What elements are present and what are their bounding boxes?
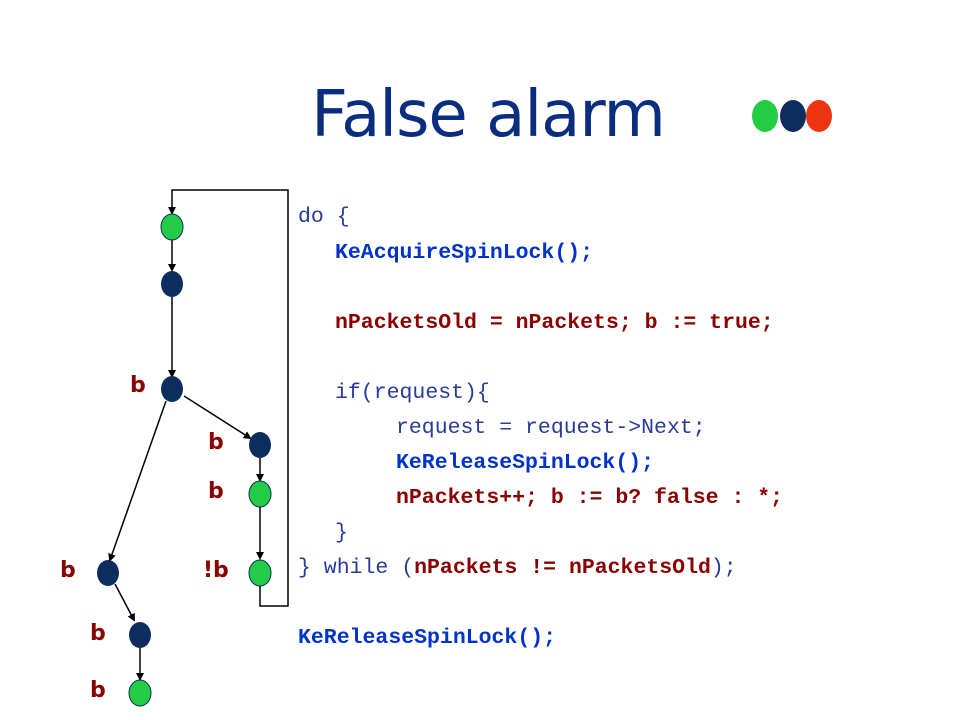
node-green-1: [160, 213, 184, 241]
code-line-2: KeAcquireSpinLock();: [335, 236, 593, 271]
code-do: do {: [298, 205, 350, 229]
node-green-9: [128, 679, 152, 707]
label-node-6: b: [60, 558, 76, 583]
code-while-end: );: [710, 556, 737, 580]
code-line-6: KeReleaseSpinLock();: [396, 446, 654, 481]
node-navy-8: [129, 622, 151, 648]
edge-3-6: [108, 400, 167, 562]
label-node-3: b: [130, 373, 146, 398]
code-while-cond: nPackets != nPacketsOld: [414, 556, 711, 580]
code-release-final: KeReleaseSpinLock();: [298, 626, 557, 650]
code-release-inner: KeReleaseSpinLock();: [396, 451, 655, 475]
code-if: if(request){: [335, 381, 490, 405]
red-dot: [806, 100, 832, 132]
node-navy-6: [97, 560, 119, 586]
label-node-5: b: [208, 479, 224, 504]
code-while: } while (: [298, 556, 415, 580]
code-request-next: request = request->Next;: [396, 416, 706, 440]
code-b-true: b := true;: [631, 311, 774, 335]
code-close-if: }: [335, 521, 348, 545]
node-navy-4: [249, 432, 271, 458]
code-line-9: } while (nPackets != nPacketsOld);: [298, 551, 737, 586]
edge-6-8: [114, 583, 135, 622]
code-line-4: if(request){: [335, 376, 490, 411]
label-node-8: b: [90, 621, 106, 646]
label-node-7: !b: [203, 558, 229, 583]
node-green-5: [248, 480, 272, 508]
node-navy-2: [161, 271, 183, 297]
code-assign-old: nPacketsOld = nPackets;: [335, 311, 632, 335]
code-increment: nPackets++;: [396, 486, 538, 510]
node-green-7: [248, 559, 272, 587]
code-line-8: }: [335, 516, 348, 551]
logo-dots: [750, 100, 836, 132]
green-dot: [752, 100, 778, 132]
edge-3-4: [183, 395, 252, 440]
label-node-4: b: [208, 430, 224, 455]
code-b-update: b := b? false : *;: [537, 486, 784, 510]
code-acquire-call: KeAcquireSpinLock();: [335, 241, 594, 265]
node-navy-3: [161, 376, 183, 402]
code-line-7: nPackets++; b := b? false : *;: [396, 481, 783, 516]
code-line-10: KeReleaseSpinLock();: [298, 621, 556, 656]
code-line-3: nPacketsOld = nPackets; b := true;: [335, 306, 774, 341]
label-node-9: b: [90, 678, 106, 703]
loop-back-edge: [168, 189, 289, 607]
slide-title: False alarm: [311, 78, 666, 152]
code-block: do { KeAcquireSpinLock(); nPacketsOld = …: [298, 200, 783, 650]
code-line-5: request = request->Next;: [396, 411, 706, 446]
navy-dot: [780, 100, 806, 132]
code-line-1: do {: [298, 200, 350, 235]
